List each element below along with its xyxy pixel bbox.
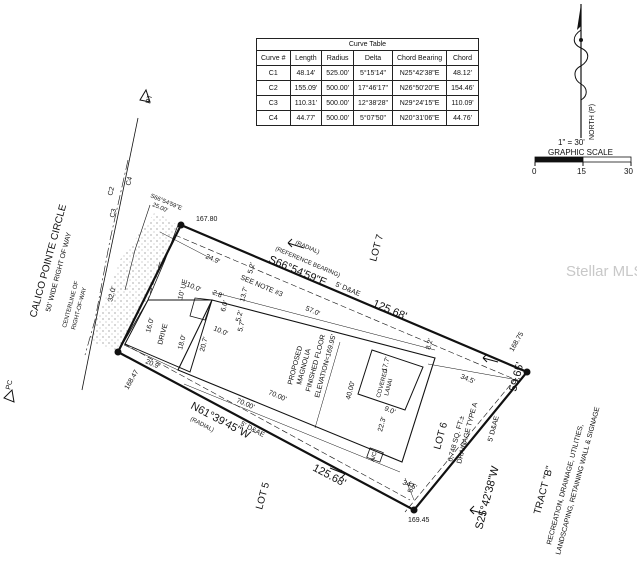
curve-label: C2: [107, 186, 116, 197]
easement-lines: [123, 234, 522, 513]
dimension-label: 18.0': [177, 334, 188, 350]
curve-label: C4: [125, 176, 134, 187]
table-row: C2 155.09' 500.00' 17°46'17" N26°50'20"E…: [256, 80, 479, 96]
table-cell: 44.76': [446, 110, 479, 126]
dimension-label: 16.0': [145, 317, 156, 333]
dimension-label: 10.0': [185, 281, 202, 293]
dimension-label: 22.3': [377, 416, 388, 432]
table-row: C3 110.31' 500.00' 12°38'28" N29°24'15"E…: [256, 95, 479, 111]
graphic-scale: 1" = 30' GRAPHIC SCALE 0 15 30: [532, 138, 633, 176]
lot-boundary: [114, 221, 531, 514]
pt-label: PT: [145, 93, 154, 104]
elevation-label: 167.80: [196, 216, 218, 223]
dimension-label: 34.5': [459, 373, 476, 385]
watermark: Stellar MLS: [566, 263, 637, 280]
dimension-label: 9.0': [383, 405, 396, 416]
elevation-label: 169.45: [408, 517, 430, 524]
pc-label: PC: [5, 379, 14, 390]
dimension-label: 5.7': [237, 320, 247, 333]
ac-label: A/C: [370, 451, 379, 463]
radial-north: (RADIAL): [294, 240, 320, 256]
curve-table-title: Curve Table: [256, 38, 479, 50]
scale-tick: 15: [577, 167, 586, 176]
scale-label: GRAPHIC SCALE: [548, 148, 613, 157]
house-footprint: [124, 297, 436, 463]
lot-5-label: LOT 5: [254, 481, 272, 511]
drive-label: DRIVE: [157, 323, 169, 346]
north-label: NORTH (P): [589, 104, 596, 140]
dimension-label: 32.0': [107, 286, 118, 302]
dimension-label: 5.2': [247, 262, 257, 275]
dimension-label: 40.00': [345, 380, 357, 400]
arrow-icon: [287, 238, 499, 515]
road-right-of-way: [3, 88, 179, 403]
dimension-label: 10.0': [212, 325, 229, 337]
scale-tick: 30: [624, 167, 633, 176]
bearing-east: S25°42'38"W: [473, 464, 502, 530]
curve-label: C3: [109, 208, 118, 219]
dimension-label: 57.0': [304, 305, 321, 317]
distance-north: 125.68': [371, 298, 409, 323]
dimension-label: 24.9': [204, 253, 221, 265]
table-row: C1 48.14' 525.00' 5°15'14" N25°42'38"E 4…: [256, 65, 479, 81]
dimension-label: 20.9': [144, 358, 161, 370]
lanai-label: LANAI: [384, 378, 394, 397]
lot-7-label: LOT 7: [368, 233, 386, 263]
scale-ratio: 1" = 30': [558, 138, 585, 147]
dimension-lines: [123, 231, 519, 501]
lot-6-label: LOT 6: [432, 421, 450, 451]
table-cell: N20°31'06"E: [391, 110, 448, 126]
dimension-label: 8.2': [425, 338, 435, 351]
dimension-label: 20.7': [199, 336, 210, 352]
table-row: C4 44.77' 500.00' 5°07'50" N20°31'06"E 4…: [256, 110, 479, 126]
col-header: Chord Bearing: [391, 50, 448, 66]
distance-south: 125.68': [311, 462, 348, 489]
dimension-label: 5.0': [407, 481, 417, 494]
frontage-distance: 25.00': [151, 202, 168, 214]
table-cell: 500.00': [321, 110, 355, 126]
curve-table: Curve Table Curve # Length Radius Delta …: [256, 38, 479, 126]
dimension-label: 17.7': [381, 356, 392, 372]
dimension-label: 13.7': [239, 286, 250, 302]
north-arrow-icon: [573, 4, 589, 138]
tract-label: TRACT "B": [532, 464, 556, 515]
scale-tick: 0: [532, 167, 537, 176]
elevation-label: 168.75: [509, 331, 526, 353]
dimension-label: 2.8': [211, 289, 224, 300]
elevation-label: 168.47: [124, 369, 141, 391]
dimension-label: 70.00': [267, 389, 287, 403]
dimension-label: 5.2': [235, 310, 245, 323]
dimension-label: 6.0': [220, 300, 230, 313]
